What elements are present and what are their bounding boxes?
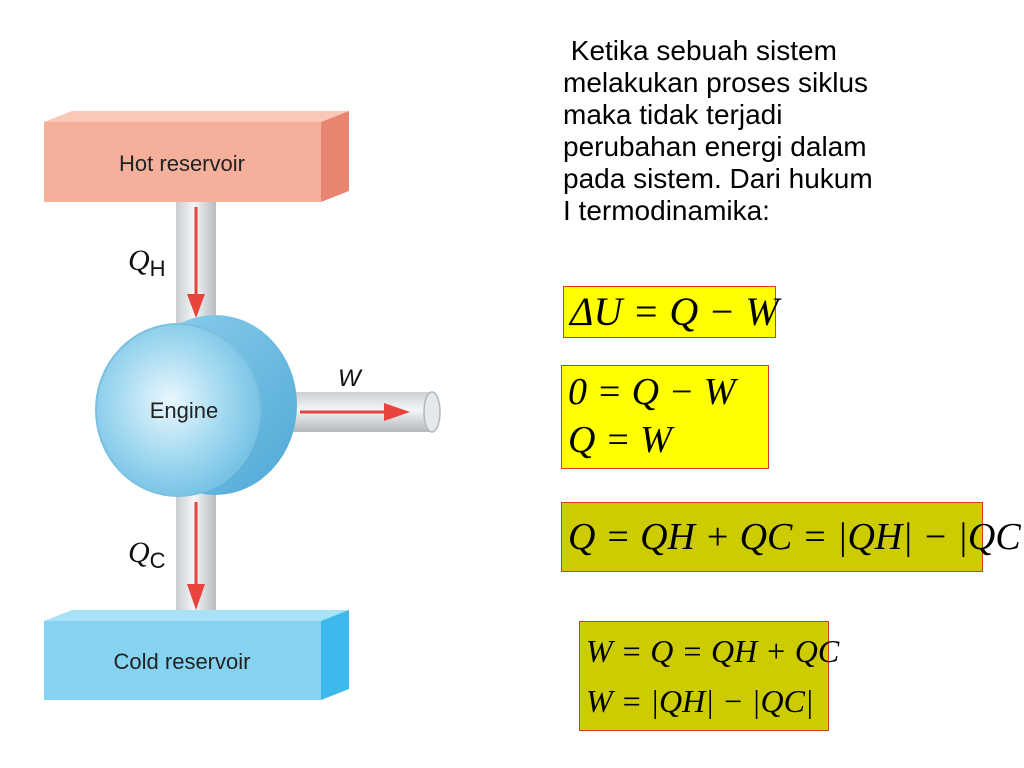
cold-reservoir-label: Cold reservoir bbox=[114, 649, 251, 674]
hot-reservoir-side bbox=[321, 111, 349, 202]
text-line: maka tidak terjadi bbox=[563, 99, 783, 130]
engine-face bbox=[95, 323, 261, 497]
equation-first-law: ΔU = Q − W bbox=[563, 286, 779, 338]
hot-reservoir-top bbox=[44, 111, 349, 122]
hot-reservoir-front bbox=[44, 122, 321, 202]
work-arrow bbox=[300, 403, 410, 421]
cold-reservoir-top bbox=[44, 610, 349, 621]
cold-reservoir-front bbox=[44, 621, 321, 700]
equation-heat-sum: Q = QH + QC = |QH| − |QC| bbox=[561, 502, 1024, 572]
equation-line: W = Q = QH + QC bbox=[586, 633, 840, 669]
equation-line: W = |QH| − |QC| bbox=[586, 683, 814, 719]
equation-line: ΔU = Q − W bbox=[570, 289, 779, 334]
text-line: melakukan proses siklus bbox=[563, 67, 869, 98]
text-line: I termodinamika: bbox=[563, 195, 770, 226]
cold-reservoir: Cold reservoir bbox=[44, 610, 349, 700]
cold-reservoir-side bbox=[321, 610, 349, 700]
text-line: perubahan energi dalam bbox=[563, 131, 867, 162]
equation-line: 0 = Q − W bbox=[568, 371, 736, 413]
hot-reservoir-label: Hot reservoir bbox=[119, 151, 245, 176]
equation-work: W = Q = QH + QC W = |QH| − |QC| bbox=[579, 621, 840, 731]
qh-label: QH bbox=[128, 244, 166, 281]
qc-label: QC bbox=[128, 536, 166, 573]
explanation-text: Ketika sebuah sistem melakukan proses si… bbox=[563, 35, 963, 227]
text-line: pada sistem. Dari hukum bbox=[563, 163, 873, 194]
heat-engine-diagram: Hot reservoir Cold reservoir Engine QH Q… bbox=[44, 111, 441, 700]
text-line: Ketika sebuah sistem bbox=[563, 35, 837, 66]
engine: Engine bbox=[95, 315, 297, 497]
work-label: W bbox=[338, 365, 363, 392]
equation-line: Q = QH + QC = |QH| − |QC| bbox=[568, 516, 1024, 558]
equation-line: Q = W bbox=[568, 419, 672, 461]
qc-arrow bbox=[187, 502, 205, 610]
qh-arrow bbox=[187, 207, 205, 318]
hot-reservoir: Hot reservoir bbox=[44, 111, 349, 202]
equation-cycle: 0 = Q − W Q = W bbox=[561, 365, 769, 469]
engine-label: Engine bbox=[150, 398, 219, 423]
